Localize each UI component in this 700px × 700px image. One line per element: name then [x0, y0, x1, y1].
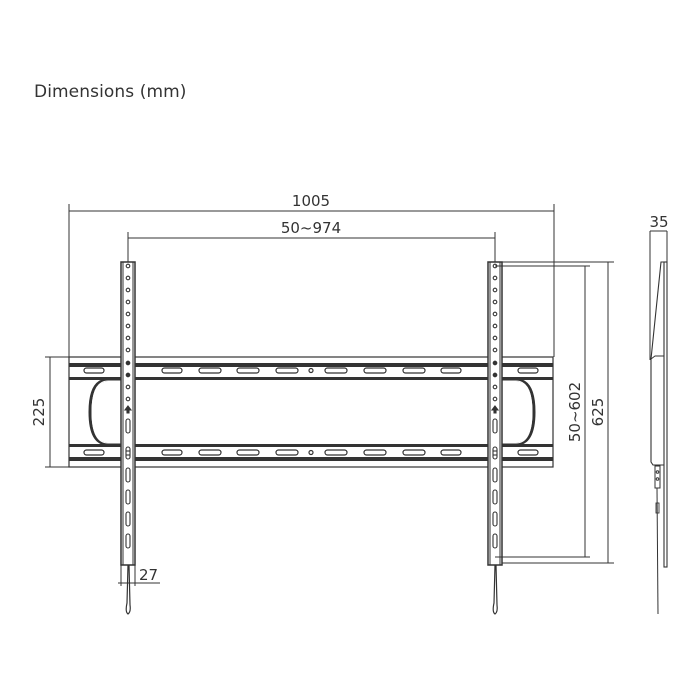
bracket-width-label: 27 — [139, 566, 158, 584]
bracket-spacing-label: 50~974 — [281, 219, 341, 237]
overall-width-label: 1005 — [292, 192, 330, 210]
bottom-slot-row — [83, 449, 539, 456]
plate-height-dimension — [45, 356, 69, 468]
side-depth-label: 35 — [649, 213, 668, 231]
overall-width-dimension — [68, 204, 555, 357]
bracket-height-dimension — [502, 261, 614, 564]
bracket-width-dimension — [118, 565, 160, 586]
plate-height-label: 225 — [30, 398, 48, 427]
right-vertical-bracket — [487, 261, 503, 615]
wall-plate — [68, 356, 554, 468]
vertical-hole-range-dimension — [495, 265, 590, 558]
bracket-height-label: 625 — [589, 398, 607, 427]
side-view — [649, 230, 668, 615]
left-vertical-bracket — [120, 261, 136, 615]
top-slot-row — [83, 367, 539, 374]
diagram-title: Dimensions (mm) — [34, 82, 187, 102]
vertical-hole-range-label: 50~602 — [566, 382, 584, 442]
bracket-spacing-dimension — [127, 232, 496, 262]
